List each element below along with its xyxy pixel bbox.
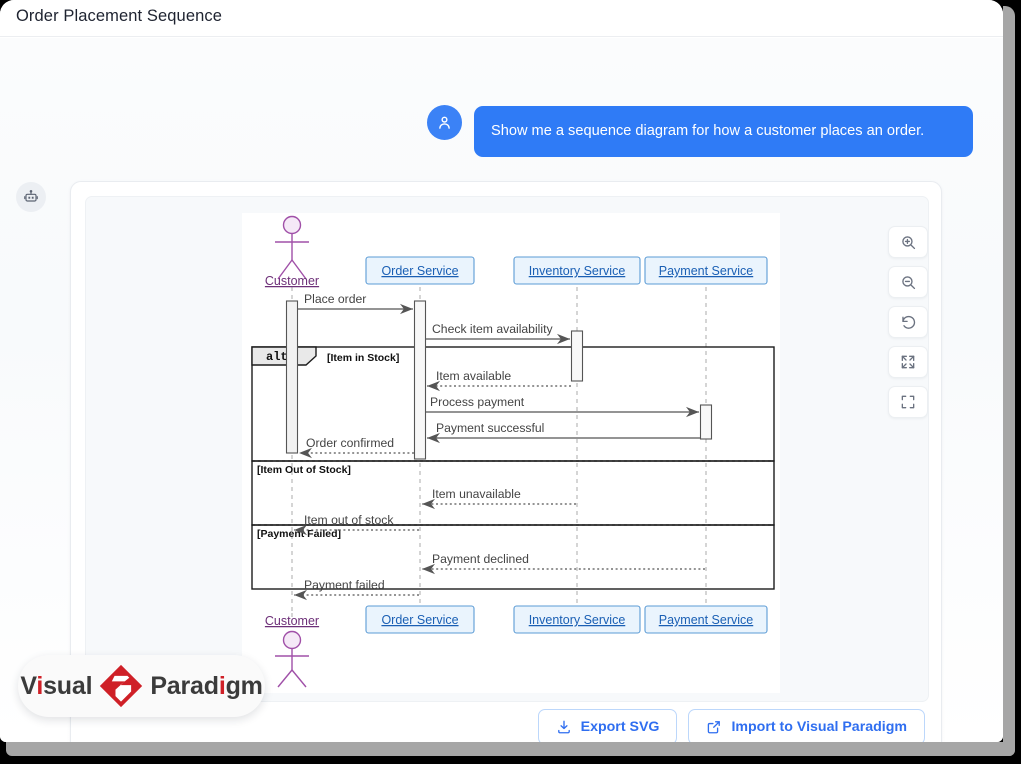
diagram-card: Customer Order Service Inventory Service…: [70, 181, 942, 742]
message-check-item-availability: Check item availability: [426, 322, 570, 345]
message-label: Item out of stock: [304, 513, 394, 527]
participant-label-payment-top: Payment Service: [659, 264, 754, 278]
message-label: Payment declined: [432, 552, 529, 566]
user-icon: [439, 116, 450, 129]
alt-guard-2: [Item Out of Stock]: [257, 464, 351, 476]
fullscreen-icon: [901, 395, 915, 409]
titlebar: Order Placement Sequence: [0, 0, 1003, 37]
external-link-icon: [708, 721, 721, 734]
message-process-payment: Process payment: [426, 395, 699, 418]
message-label: Payment failed: [304, 578, 385, 592]
diagram-viewport[interactable]: Customer Order Service Inventory Service…: [85, 196, 929, 702]
alt-operator-label: alt: [266, 350, 288, 364]
message-label: Order confirmed: [306, 436, 394, 450]
fit-screen-button[interactable]: [888, 346, 928, 378]
import-to-visual-paradigm-button[interactable]: Import to Visual Paradigm: [688, 709, 925, 742]
sequence-diagram-svg: Customer Order Service Inventory Service…: [251, 215, 775, 688]
message-label: Payment successful: [436, 421, 544, 435]
message-order-confirmed: Order confirmed: [299, 436, 414, 459]
visual-paradigm-logo: Visual Paradigm: [18, 655, 265, 717]
reset-view-button[interactable]: [888, 306, 928, 338]
participant-order-bottom[interactable]: Order Service: [365, 605, 475, 634]
participant-inventory-top[interactable]: Inventory Service: [513, 256, 641, 285]
alt-fragment: alt [Item in Stock] [Item Out of Stock] …: [251, 346, 775, 590]
participant-customer-top[interactable]: Customer: [265, 215, 319, 289]
message-item-out-of-stock: Item out of stock: [294, 513, 419, 536]
card-actions: Export SVG Import to Visual Paradigm: [537, 709, 925, 742]
user-avatar: [427, 105, 462, 140]
participant-inventory-bottom[interactable]: Inventory Service: [513, 605, 641, 634]
message-payment-declined: Payment declined: [422, 552, 705, 575]
logo-word-visual: Visual: [20, 671, 93, 700]
import-label: Import to Visual Paradigm: [731, 719, 907, 735]
window-frame-bottom: [6, 742, 1015, 756]
fit-screen-icon: [901, 355, 915, 369]
message-label: Item unavailable: [432, 487, 521, 501]
participant-label-customer-bottom: Customer: [265, 614, 319, 628]
viewer-toolbar: [888, 226, 928, 426]
user-message-bubble: Show me a sequence diagram for how a cus…: [474, 106, 973, 157]
zoom-in-button[interactable]: [888, 226, 928, 258]
fullscreen-button[interactable]: [888, 386, 928, 418]
download-icon: [557, 720, 570, 734]
message-label: Place order: [304, 292, 366, 306]
window-frame-right: [1003, 6, 1015, 756]
reset-rotate-icon: [901, 315, 915, 329]
visual-paradigm-mark-icon: [100, 664, 143, 708]
logo-word-paradigm: Paradigm: [150, 671, 263, 700]
participant-label-order-bottom: Order Service: [381, 613, 458, 627]
message-label: Process payment: [430, 395, 525, 409]
export-svg-button[interactable]: Export SVG: [537, 709, 678, 742]
zoom-in-icon: [901, 235, 915, 249]
app-window: Order Placement Sequence Show me a seque…: [0, 0, 1003, 742]
messages: Place order Check item availability Item…: [294, 292, 705, 601]
message-item-unavailable: Item unavailable: [422, 487, 576, 510]
message-label: Check item availability: [432, 322, 553, 336]
bot-avatar: [16, 182, 46, 212]
zoom-out-button[interactable]: [888, 266, 928, 298]
user-message-text: Show me a sequence diagram for how a cus…: [491, 122, 925, 139]
participant-payment-bottom[interactable]: Payment Service: [644, 605, 768, 634]
alt-guard-1: [Item in Stock]: [327, 352, 399, 364]
participant-label-inventory-bottom: Inventory Service: [529, 613, 626, 627]
message-place-order: Place order: [297, 292, 413, 315]
participant-customer-bottom[interactable]: Customer: [265, 614, 319, 688]
participant-label-inventory-top: Inventory Service: [529, 264, 626, 278]
zoom-out-icon: [901, 275, 915, 289]
page-title: Order Placement Sequence: [16, 7, 223, 25]
export-svg-label: Export SVG: [580, 719, 660, 735]
message-label: Item available: [436, 369, 511, 383]
participant-payment-top[interactable]: Payment Service: [644, 256, 768, 285]
robot-icon: [24, 189, 38, 202]
content-area: Show me a sequence diagram for how a cus…: [0, 38, 1003, 742]
message-payment-successful: Payment successful: [427, 421, 700, 444]
activation-bars: [285, 300, 713, 460]
participant-label-customer-top: Customer: [265, 274, 319, 288]
message-item-available: Item available: [427, 369, 571, 392]
lifelines: [291, 287, 707, 621]
participant-order-top[interactable]: Order Service: [365, 256, 475, 285]
participant-label-payment-bottom: Payment Service: [659, 613, 754, 627]
message-payment-failed: Payment failed: [294, 578, 419, 601]
sequence-diagram: Customer Order Service Inventory Service…: [242, 213, 780, 693]
participant-label-order-top: Order Service: [381, 264, 458, 278]
